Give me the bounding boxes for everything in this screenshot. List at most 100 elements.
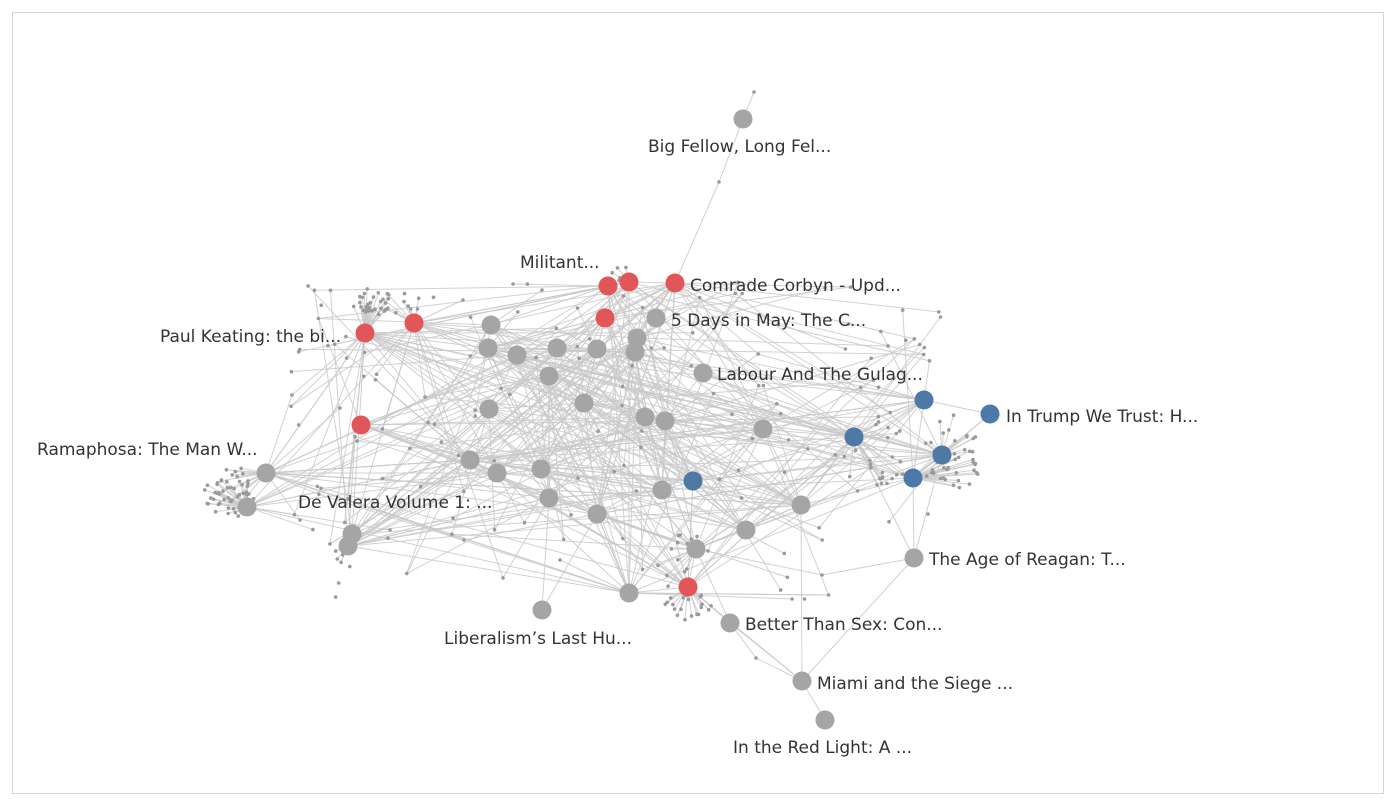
edge-line: [293, 332, 366, 515]
book-node-blue-913[interactable]: [903, 468, 923, 488]
edge-line: [664, 420, 802, 506]
book-node-red-605[interactable]: [595, 308, 615, 328]
edge-line: [347, 504, 802, 547]
edge-line: [628, 592, 829, 596]
edge-line: [413, 285, 609, 324]
book-node-g-645[interactable]: [635, 407, 655, 427]
edge-line: [298, 281, 630, 353]
book-node-militant-a[interactable]: [598, 276, 618, 296]
edge-line: [762, 385, 802, 506]
book-node-better-than-sex[interactable]: [720, 613, 740, 633]
book-node-g-488[interactable]: [478, 338, 498, 358]
book-node-g-637[interactable]: [627, 328, 647, 348]
edge-line: [912, 450, 970, 479]
edge-line: [265, 354, 518, 474]
book-node-g-662[interactable]: [652, 480, 672, 500]
leaf-node: [869, 356, 873, 361]
book-node-g-557[interactable]: [547, 338, 567, 358]
leaf-node: [956, 455, 961, 460]
book-node-liberalism[interactable]: [532, 600, 552, 620]
book-node-g-696[interactable]: [686, 539, 706, 559]
leaf-node: [684, 567, 689, 571]
book-node-g-348[interactable]: [338, 536, 358, 556]
leaf-node: [656, 563, 660, 568]
book-node-blue-942[interactable]: [932, 445, 952, 465]
book-node-five-days[interactable]: [646, 308, 666, 328]
book-node-g-584[interactable]: [574, 393, 594, 413]
book-node-g-665[interactable]: [655, 411, 675, 431]
leaf-node: [868, 458, 872, 463]
leaf-node: [634, 489, 639, 493]
book-node-trump[interactable]: [980, 404, 1000, 424]
edge-line: [902, 310, 914, 479]
book-node-g-549b[interactable]: [539, 488, 559, 508]
edge-line: [596, 348, 943, 456]
leaf-node: [686, 597, 691, 602]
book-node-ramaphosa[interactable]: [256, 463, 276, 483]
book-node-red-414[interactable]: [404, 313, 424, 333]
book-node-g-489[interactable]: [479, 399, 499, 419]
book-node-g-491[interactable]: [481, 315, 501, 335]
book-node-big-fellow[interactable]: [733, 109, 753, 129]
edge-line: [687, 480, 694, 588]
edge-line: [360, 424, 550, 499]
leaf-node: [576, 476, 580, 480]
leaf-node: [418, 484, 423, 489]
book-node-g-635[interactable]: [625, 342, 645, 362]
book-node-g-801[interactable]: [791, 495, 811, 515]
book-node-reagan[interactable]: [904, 548, 924, 568]
leaf-node: [761, 383, 766, 388]
leaf-node: [941, 476, 946, 480]
leaf-node: [938, 476, 943, 481]
leaf-node: [359, 305, 363, 309]
edge-line: [406, 347, 489, 574]
leaf-node: [468, 315, 473, 320]
edge-line: [596, 454, 943, 515]
book-node-g-629[interactable]: [619, 583, 639, 603]
leaf-node: [246, 479, 250, 483]
leaf-node: [900, 472, 905, 476]
leaf-node: [620, 403, 624, 408]
leaf-node: [219, 479, 223, 483]
edge-line: [347, 351, 636, 547]
leaf-node: [698, 594, 703, 599]
leaf-node: [912, 337, 917, 341]
book-node-labour-gulag[interactable]: [693, 363, 713, 383]
book-node-g-541[interactable]: [531, 459, 551, 479]
edge-line: [488, 408, 802, 506]
book-node-g-497[interactable]: [487, 463, 507, 483]
leaf-node: [675, 613, 680, 617]
book-node-blue-924[interactable]: [914, 390, 934, 410]
book-node-red-361[interactable]: [351, 415, 371, 435]
edge-line: [674, 282, 939, 313]
book-node-g-746[interactable]: [736, 520, 756, 540]
book-node-g-517[interactable]: [507, 345, 527, 365]
edge-line: [853, 436, 915, 559]
book-node-red-688[interactable]: [678, 577, 698, 597]
book-node-g-470[interactable]: [460, 450, 480, 470]
leaf-node: [328, 542, 332, 546]
label-paul-keating: Paul Keating: the bi...: [160, 327, 341, 347]
leaf-node: [921, 352, 926, 357]
book-node-g-597b[interactable]: [587, 504, 607, 524]
edge-line: [604, 282, 676, 319]
book-node-g-763[interactable]: [753, 419, 773, 439]
book-node-comrade-corbyn[interactable]: [665, 273, 685, 293]
book-node-g-597[interactable]: [587, 339, 607, 359]
book-node-blue-854[interactable]: [844, 427, 864, 447]
edge-line: [516, 354, 925, 401]
book-node-militant-b[interactable]: [619, 272, 639, 292]
book-node-g-549[interactable]: [539, 366, 559, 386]
edge-line: [583, 402, 747, 531]
book-node-miami[interactable]: [792, 671, 812, 691]
leaf-node: [683, 617, 687, 622]
book-node-paul-keating[interactable]: [355, 323, 375, 343]
book-nodes-layer[interactable]: [237, 109, 1000, 730]
leaf-node: [235, 495, 240, 499]
book-node-red-light[interactable]: [815, 710, 835, 730]
book-node-blue-693[interactable]: [683, 471, 703, 491]
edge-line: [451, 408, 490, 535]
leaf-node: [973, 462, 977, 467]
book-node-g-247[interactable]: [237, 497, 257, 517]
